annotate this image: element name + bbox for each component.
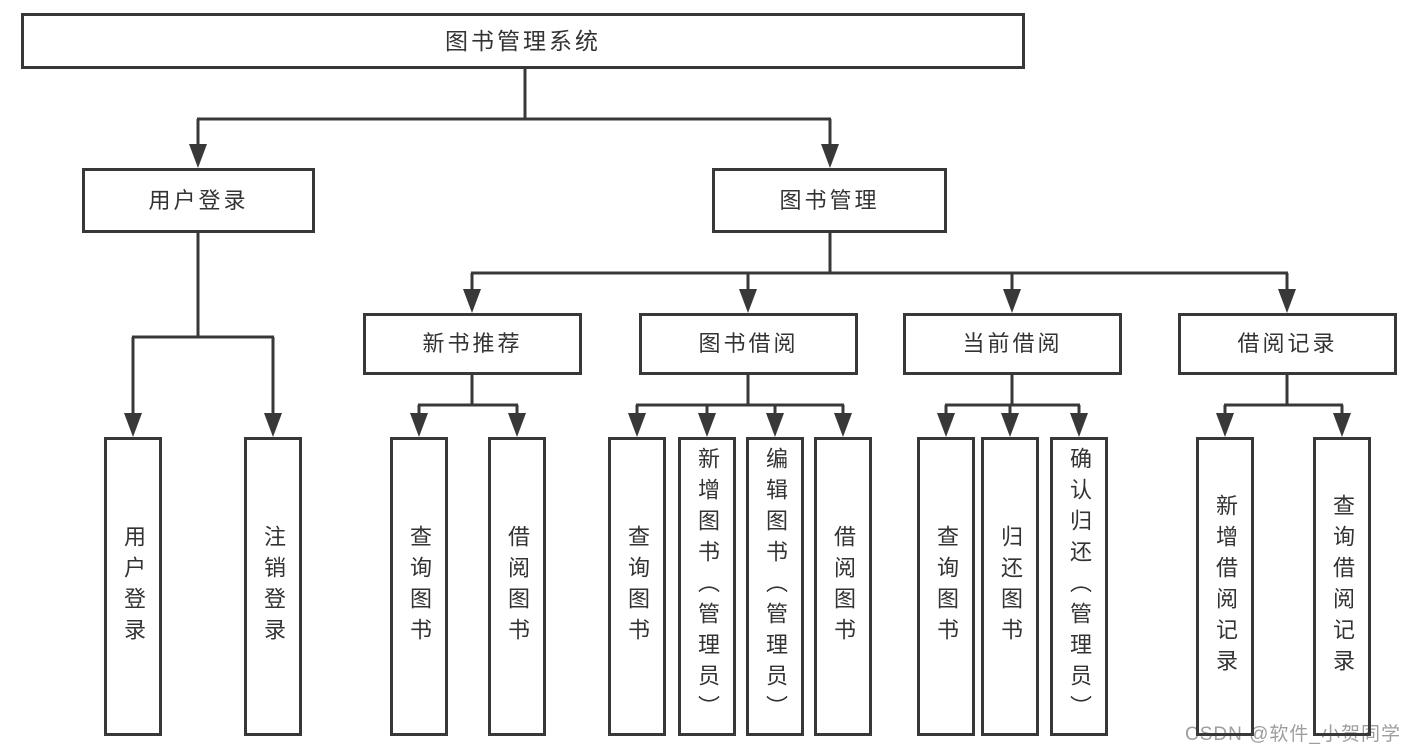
node-user-login: 用户登录 (82, 168, 315, 233)
leaf-logout: 注销登录 (244, 437, 302, 736)
leaf-query-books-borrowing-label: 查询图书 (625, 524, 650, 649)
leaf-add-books-admin-label: 新增图书（管理员） (695, 447, 720, 726)
leaf-query-books-borrowing: 查询图书 (608, 437, 666, 736)
leaf-query-books-current-label: 查询图书 (934, 524, 959, 649)
node-root: 图书管理系统 (21, 13, 1025, 69)
node-book-management-label: 图书管理 (779, 187, 880, 213)
leaf-confirm-return-admin-label: 确认归还（管理员） (1067, 447, 1092, 726)
leaf-return-books-label: 归还图书 (998, 524, 1023, 649)
node-user-login-label: 用户登录 (148, 187, 249, 213)
node-current-borrowing: 当前借阅 (903, 313, 1122, 375)
leaf-borrow-books-borrowing: 借阅图书 (814, 437, 872, 736)
leaf-edit-books-admin: 编辑图书（管理员） (746, 437, 804, 736)
leaf-logout-label: 注销登录 (261, 524, 286, 649)
leaf-borrow-books-borrowing-label: 借阅图书 (831, 524, 856, 649)
connector-path (131, 69, 1344, 416)
node-book-borrowing: 图书借阅 (639, 313, 858, 375)
leaf-confirm-return-admin: 确认归还（管理员） (1050, 437, 1108, 736)
node-new-book-recommendation-label: 新书推荐 (422, 331, 523, 356)
node-borrowing-records-label: 借阅记录 (1237, 331, 1338, 356)
node-borrowing-records: 借阅记录 (1178, 313, 1397, 375)
leaf-borrow-books-recommend-label: 借阅图书 (505, 524, 530, 649)
watermark: CSDN @软件_小贺同学 (1185, 724, 1401, 745)
leaf-query-books-recommend: 查询图书 (390, 437, 448, 736)
leaf-add-borrow-record-label: 新增借阅记录 (1213, 493, 1238, 680)
node-book-borrowing-label: 图书借阅 (698, 331, 799, 356)
node-new-book-recommendation: 新书推荐 (363, 313, 582, 375)
leaf-borrow-books-recommend: 借阅图书 (488, 437, 546, 736)
leaf-add-books-admin: 新增图书（管理员） (678, 437, 736, 736)
leaf-query-books-current: 查询图书 (917, 437, 975, 736)
leaf-query-borrow-record-label: 查询借阅记录 (1330, 493, 1355, 680)
node-book-management: 图书管理 (712, 168, 947, 233)
node-current-borrowing-label: 当前借阅 (962, 331, 1063, 356)
leaf-edit-books-admin-label: 编辑图书（管理员） (763, 447, 788, 726)
node-root-label: 图书管理系统 (445, 27, 601, 54)
leaf-add-borrow-record: 新增借阅记录 (1196, 437, 1254, 736)
leaf-user-login-label: 用户登录 (121, 524, 146, 649)
leaf-return-books: 归还图书 (981, 437, 1039, 736)
leaf-user-login: 用户登录 (104, 437, 162, 736)
leaf-query-borrow-record: 查询借阅记录 (1313, 437, 1371, 736)
leaf-query-books-recommend-label: 查询图书 (407, 524, 432, 649)
